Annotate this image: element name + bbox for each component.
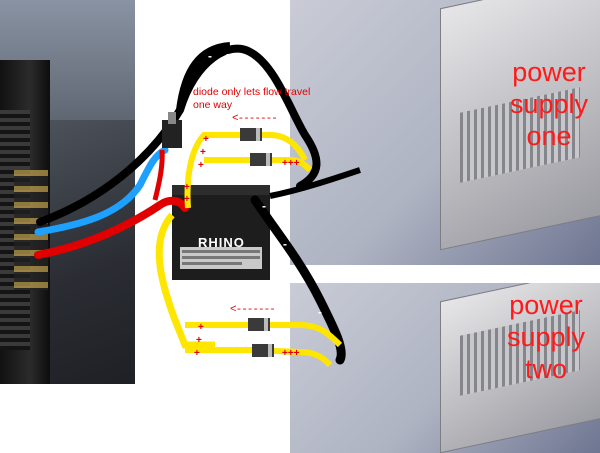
power-supply-one-photo: power supply one xyxy=(290,0,600,265)
yellow-wire-down xyxy=(155,212,215,349)
minus-mark: - xyxy=(283,237,287,251)
yellow-wire-bottom-1 xyxy=(185,322,343,348)
plus-mark: + xyxy=(194,348,200,359)
plus-three-mark: +++ xyxy=(282,348,300,359)
black-wire-down xyxy=(250,195,346,365)
yellow-wire-top xyxy=(184,132,308,209)
power-supply-two-photo: power supply two xyxy=(290,283,600,453)
plus-mark: + xyxy=(196,335,202,346)
plus-mark: + xyxy=(198,322,204,333)
power-supply-two-label: power supply two xyxy=(506,290,586,384)
minus-mark: - xyxy=(208,49,212,63)
blue-wire xyxy=(34,146,169,236)
minus-mark: - xyxy=(318,305,322,319)
diode-top-2 xyxy=(250,153,272,166)
red-wire xyxy=(34,196,189,259)
yellow-wire-top-2 xyxy=(204,157,313,173)
plus-mark: + xyxy=(203,134,209,145)
toggle-switch-icon xyxy=(162,112,182,148)
plus-mark: + xyxy=(200,147,206,158)
power-supply-one-label: power supply one xyxy=(509,57,589,151)
battery-brand-label: RHINO xyxy=(198,235,245,250)
yellow-wire-bottom-2 xyxy=(185,347,333,368)
red-wire-upper xyxy=(152,149,165,201)
diode-top-1 xyxy=(240,128,262,141)
black-wire-psu-one xyxy=(269,167,361,199)
flow-arrow-bottom: <------- xyxy=(230,304,276,316)
plus-mark: + xyxy=(184,194,190,205)
amplifier-photo xyxy=(0,0,135,384)
minus-mark: - xyxy=(262,199,266,213)
plus-mark: + xyxy=(184,182,190,193)
plus-mark: + xyxy=(198,160,204,171)
diode-bottom-2 xyxy=(252,344,274,357)
diode-note: diode only lets flow travel one way xyxy=(193,86,311,111)
plus-three-mark: +++ xyxy=(282,158,300,169)
minus-mark: - xyxy=(226,47,230,61)
diode-bottom-1 xyxy=(248,318,270,331)
black-wire-loop xyxy=(36,44,321,226)
black-wire-top-arch xyxy=(176,42,231,111)
flow-arrow-top: <------- xyxy=(232,113,278,125)
